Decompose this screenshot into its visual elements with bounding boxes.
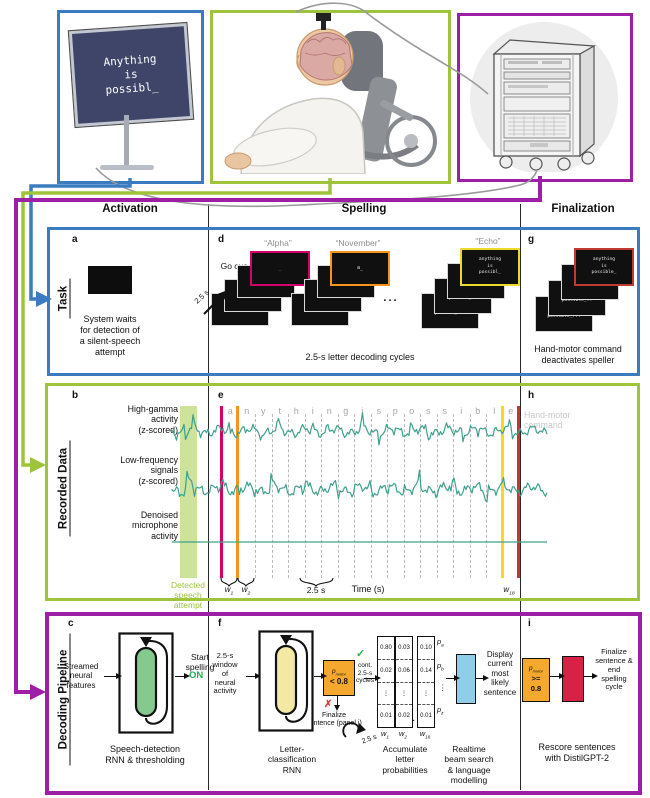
w-sub: 18 — [425, 734, 431, 740]
arrow-gate-to-rescorer — [550, 672, 565, 679]
caption-beam-search: Realtime beam search & language modellin… — [444, 744, 494, 786]
arrow-beam-to-display — [476, 674, 489, 681]
computer-rack-frame — [457, 13, 633, 182]
prob-value: 0.01 — [420, 713, 432, 720]
panel-g-caption: Hand-motor command deactivates speller — [534, 344, 622, 365]
arrow-rnn-to-on — [175, 672, 190, 679]
column-header-activation: Activation — [102, 203, 158, 215]
pmotor-condition: < 0.8 — [329, 676, 348, 686]
p-base: p — [437, 705, 442, 714]
pmotor-finalize-gate: pmotor >= 0.8 — [522, 658, 550, 702]
recorded-data-section-border — [45, 383, 640, 601]
pmotor-sub: motor — [532, 668, 543, 674]
caption-letter-rnn: Letter- classification RNN — [267, 744, 317, 775]
prob-value: 0.01 — [380, 713, 392, 720]
pmotor-symbol: pmotor — [324, 668, 354, 677]
pmotor-sub: motor — [335, 671, 346, 677]
pmotor-threshold-gate: pmotor < 0.8 — [323, 660, 355, 696]
pmotor-symbol: pmotor — [523, 665, 549, 674]
monitor-stand-base — [100, 165, 154, 170]
computer-rack-illustration — [470, 22, 618, 174]
w-base: w — [419, 729, 426, 738]
pmotor-condition: >= — [531, 674, 541, 684]
prob-value: ⋮ — [378, 683, 394, 706]
prob-value: ⋮ — [418, 683, 434, 706]
probability-column-w2: 0.03 0.06 ⋮ 0.02 — [395, 636, 413, 728]
arrow-rnn-to-gate — [314, 672, 327, 679]
probability-column-w18: 0.10 0.14 ⋮ 0.01 — [417, 636, 435, 728]
p-sub: z — [441, 710, 444, 716]
monitor-frame: Anything is possibl_ — [57, 10, 204, 184]
cross-icon: ✗ — [324, 699, 333, 710]
speller-monitor: Anything is possibl_ — [67, 21, 195, 129]
w18-column-label: w18 — [414, 729, 436, 740]
recorded-rail-arrowhead-icon — [30, 457, 46, 473]
arrow-gate-to-finalize — [333, 696, 340, 711]
w-base: w — [398, 729, 405, 738]
arrow-features-to-rnn — [104, 672, 122, 679]
prob-value: 0.03 — [396, 637, 412, 660]
caption-accumulate: Accumulate letter probabilities — [382, 744, 428, 775]
prob-value: 0.10 — [418, 637, 434, 660]
w1-column-label: w1 — [374, 729, 396, 740]
pipeline-rail-arrowhead-icon — [30, 684, 46, 700]
participant-frame — [210, 10, 451, 184]
p-z-label: pz — [437, 705, 444, 716]
prob-value: 0.14 — [418, 660, 434, 683]
arrow-window-to-rnn — [246, 672, 261, 679]
participant-illustration — [224, 13, 437, 175]
monitor-screen-text: Anything is possibl_ — [103, 52, 159, 97]
finalize-output-label: Finalize sentence & end spelling cycle — [595, 647, 633, 692]
speech-detection-rnn-diagram — [118, 632, 174, 734]
prob-value: ⋮ — [396, 683, 412, 706]
prob-value: 0.80 — [378, 637, 394, 660]
prob-value: 0.06 — [396, 660, 412, 683]
w-sub: 1 — [386, 734, 389, 740]
w2-column-label: w2 — [392, 729, 414, 740]
panel-i-caption: Rescore sentences with DistilGPT-2 — [538, 742, 616, 763]
task-section-border — [47, 227, 640, 376]
pmotor-threshold: 0.8 — [530, 684, 542, 694]
prob-value: 0.02 — [398, 713, 410, 720]
w-base: w — [380, 729, 387, 738]
distilgpt2-box — [562, 656, 584, 702]
column-header-spelling: Spelling — [341, 203, 387, 215]
arrow-rescorer-to-output — [584, 672, 598, 679]
probability-column-w1: 0.80 0.02 ⋮ 0.01 — [377, 636, 395, 728]
arrow-gate-to-probabilities — [364, 674, 381, 681]
column-header-finalization: Finalization — [551, 203, 615, 215]
panel-c-caption: Speech-detection RNN & thresholding — [105, 744, 185, 765]
percutaneous-connector — [316, 13, 331, 21]
arrow-probabilities-to-beam — [446, 674, 460, 681]
letter-classification-rnn-diagram — [258, 630, 314, 732]
monitor-stand-pole — [124, 115, 129, 167]
w-sub: 2 — [404, 734, 407, 740]
finalized-sentence-screen: anything is possible_ — [574, 248, 634, 286]
